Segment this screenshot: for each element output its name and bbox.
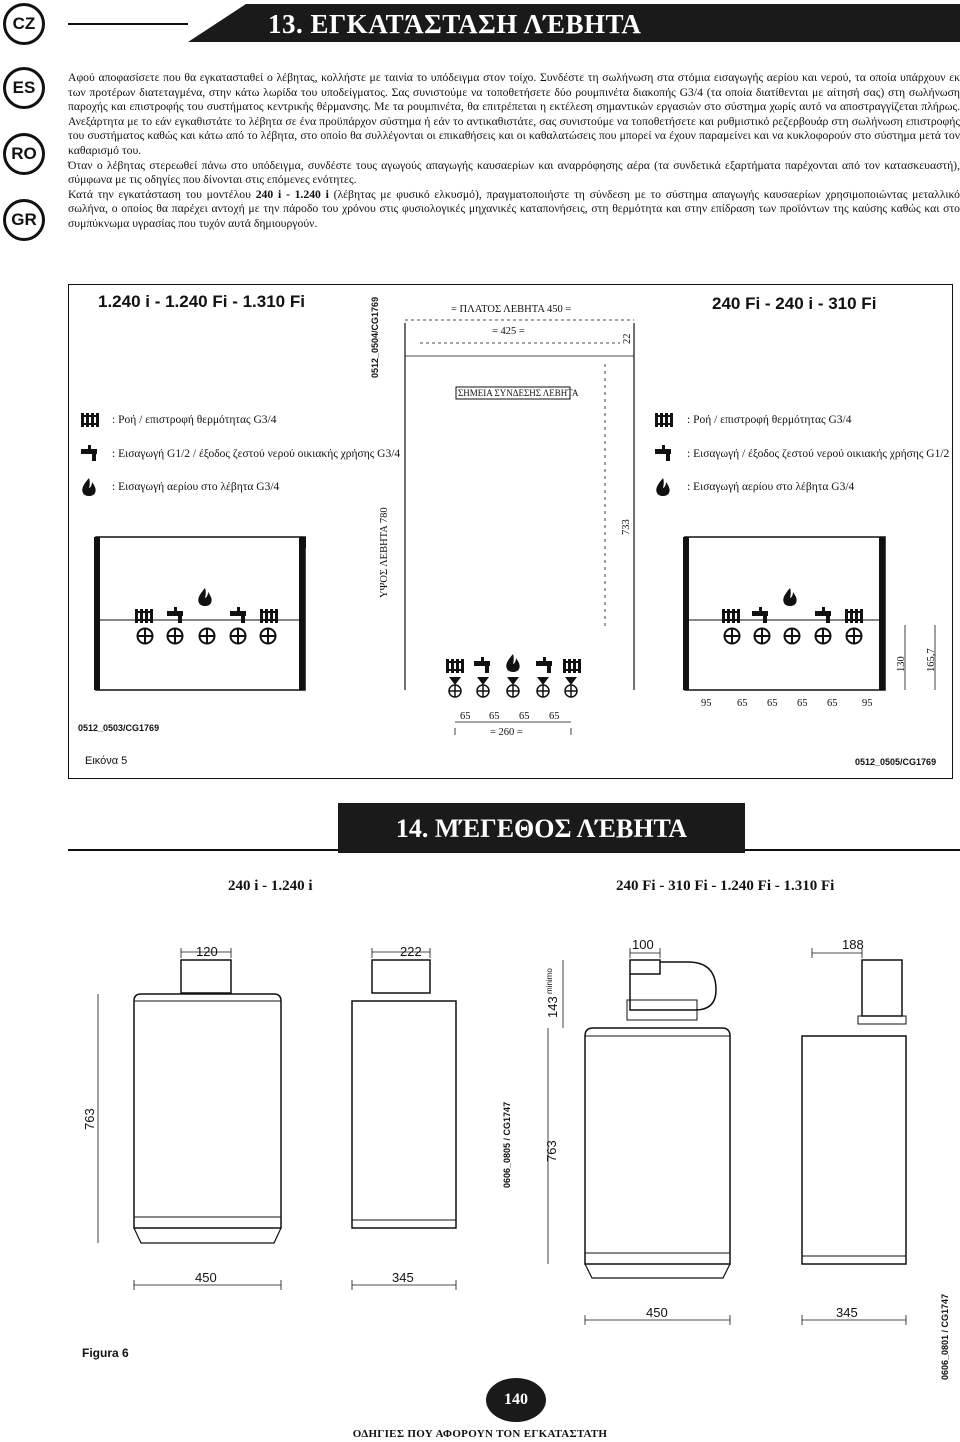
right-front-view [584, 959, 731, 1279]
fig6-right-bottom-w: 450 [646, 1305, 668, 1320]
fig6-right-top-w2: 188 [842, 937, 864, 952]
fig6-center-code: 0606_0805 / CG1747 [502, 1101, 512, 1188]
figure-6-caption: Figura 6 [82, 1346, 129, 1360]
left-front-view [133, 959, 282, 1244]
template-width-label: = ΠΛΑΤΟΣ ΛΕΒΗΤΑ 450 = [451, 304, 572, 315]
fig5-left-model: 1.240 i - 1.240 Fi - 1.310 Fi [98, 292, 305, 311]
lang-badge-es: ES [3, 67, 45, 109]
fig6-right-flue-note: minimo [545, 968, 554, 994]
fig5-right-model: 240 Fi - 240 i - 310 Fi [712, 294, 877, 313]
fig6-right-models: 240 Fi - 310 Fi - 1.240 Fi - 1.310 Fi [616, 878, 835, 894]
figure-5-caption: Εικόνα 5 [85, 755, 128, 767]
lang-badge-gr: GR [3, 199, 45, 241]
paragraph: Κατά την εγκατάσταση του μοντέλου 240 i … [68, 187, 960, 230]
section-13-body: Αφού αποφασίσετε που θα εγκατασταθεί ο λ… [68, 71, 960, 232]
left-legend-item: : Εισαγωγή G1/2 / έξοδος ζεστού νερού οι… [112, 448, 401, 460]
total-spacing-label: = 260 = [490, 727, 523, 738]
lang-badge-cz: CZ [3, 3, 45, 45]
fig6-left-depth: 345 [392, 1270, 414, 1285]
paragraph: Αφού αποφασίσετε που θα εγκατασταθεί ο λ… [68, 71, 960, 157]
fig6-left-models: 240 i - 1.240 i [228, 878, 313, 894]
left-side-view [351, 959, 457, 1229]
fig6-right-top-w: 100 [632, 937, 654, 952]
fig6-right-depth: 345 [836, 1305, 858, 1320]
section-13-title: 13. ΕΓΚΑΤΆΣΤΑΣΗ ΛΈΒΗΤΑ [268, 9, 642, 39]
spacing-label: 65 [519, 711, 530, 722]
figure-5-frame [68, 284, 953, 779]
fig6-right-flue-h: 143 [545, 996, 560, 1018]
spacing-label: 65 [489, 711, 500, 722]
left-legend-item: : Εισαγωγή αερίου στο λέβητα G3/4 [112, 481, 280, 493]
section-14-title: 14. ΜΈΓΕΘΟΣ ΛΈΒΗΤΑ [395, 814, 688, 843]
fig5-left-code: 0512_0503/CG1769 [78, 723, 160, 733]
right-legend-item: : Εισαγωγή / έξοδος ζεστού νερού οικιακή… [687, 448, 950, 460]
template-inner-width: = 425 = [492, 326, 525, 337]
fig6-left-top-w: 120 [196, 944, 218, 959]
right-spacing: 65 [767, 698, 778, 709]
lang-badge-ro: RO [3, 133, 45, 175]
connection-points-label: ΣΗΜΕΙΑ ΣΥΝΔΕΣΗΣ ΛΕΒΗΤΑ [458, 388, 579, 398]
spacing-label: 65 [549, 711, 560, 722]
spacing-label: 65 [460, 711, 471, 722]
right-legend-item: : Εισαγωγή αερίου στο λέβητα G3/4 [687, 481, 855, 493]
template-drawing [404, 319, 635, 690]
fig6-left-height: 763 [82, 1108, 97, 1130]
section-14-header: 14. ΜΈΓΕΘΟΣ ΛΈΒΗΤΑ [68, 803, 960, 853]
right-spacing: 65 [797, 698, 808, 709]
section-13-header: 13. ΕΓΚΑΤΆΣΤΑΣΗ ΛΈΒΗΤΑ [68, 4, 960, 42]
left-legend-item: : Ροή / επιστροφή θερμότητας G3/4 [112, 414, 277, 426]
fig6-right-code: 0606_0801 / CG1747 [940, 1293, 950, 1380]
page-number: 140 [486, 1378, 546, 1422]
right-side-view [801, 959, 907, 1265]
fig5-right-code: 0512_0505/CG1769 [855, 757, 937, 767]
right-spacing: 95 [701, 698, 712, 709]
right-legend-item: : Ροή / επιστροφή θερμότητας G3/4 [687, 414, 852, 426]
right-spacing: 65 [737, 698, 748, 709]
fig6-left-top-w2: 222 [400, 944, 422, 959]
fig6-right-height: 763 [544, 1140, 559, 1162]
right-spacing: 95 [862, 698, 873, 709]
fig6-left-bottom-w: 450 [195, 1270, 217, 1285]
right-spacing: 65 [827, 698, 838, 709]
footer-text: ΟΔΗΓΙΕΣ ΠΟΥ ΑΦΟΡΟΥΝ ΤΟΝ ΕΓΚΑΤΑΣΤΑΤΗ [352, 1428, 608, 1440]
paragraph: Όταν ο λέβητας στερεωθεί πάνω στο υπόδει… [68, 158, 960, 187]
